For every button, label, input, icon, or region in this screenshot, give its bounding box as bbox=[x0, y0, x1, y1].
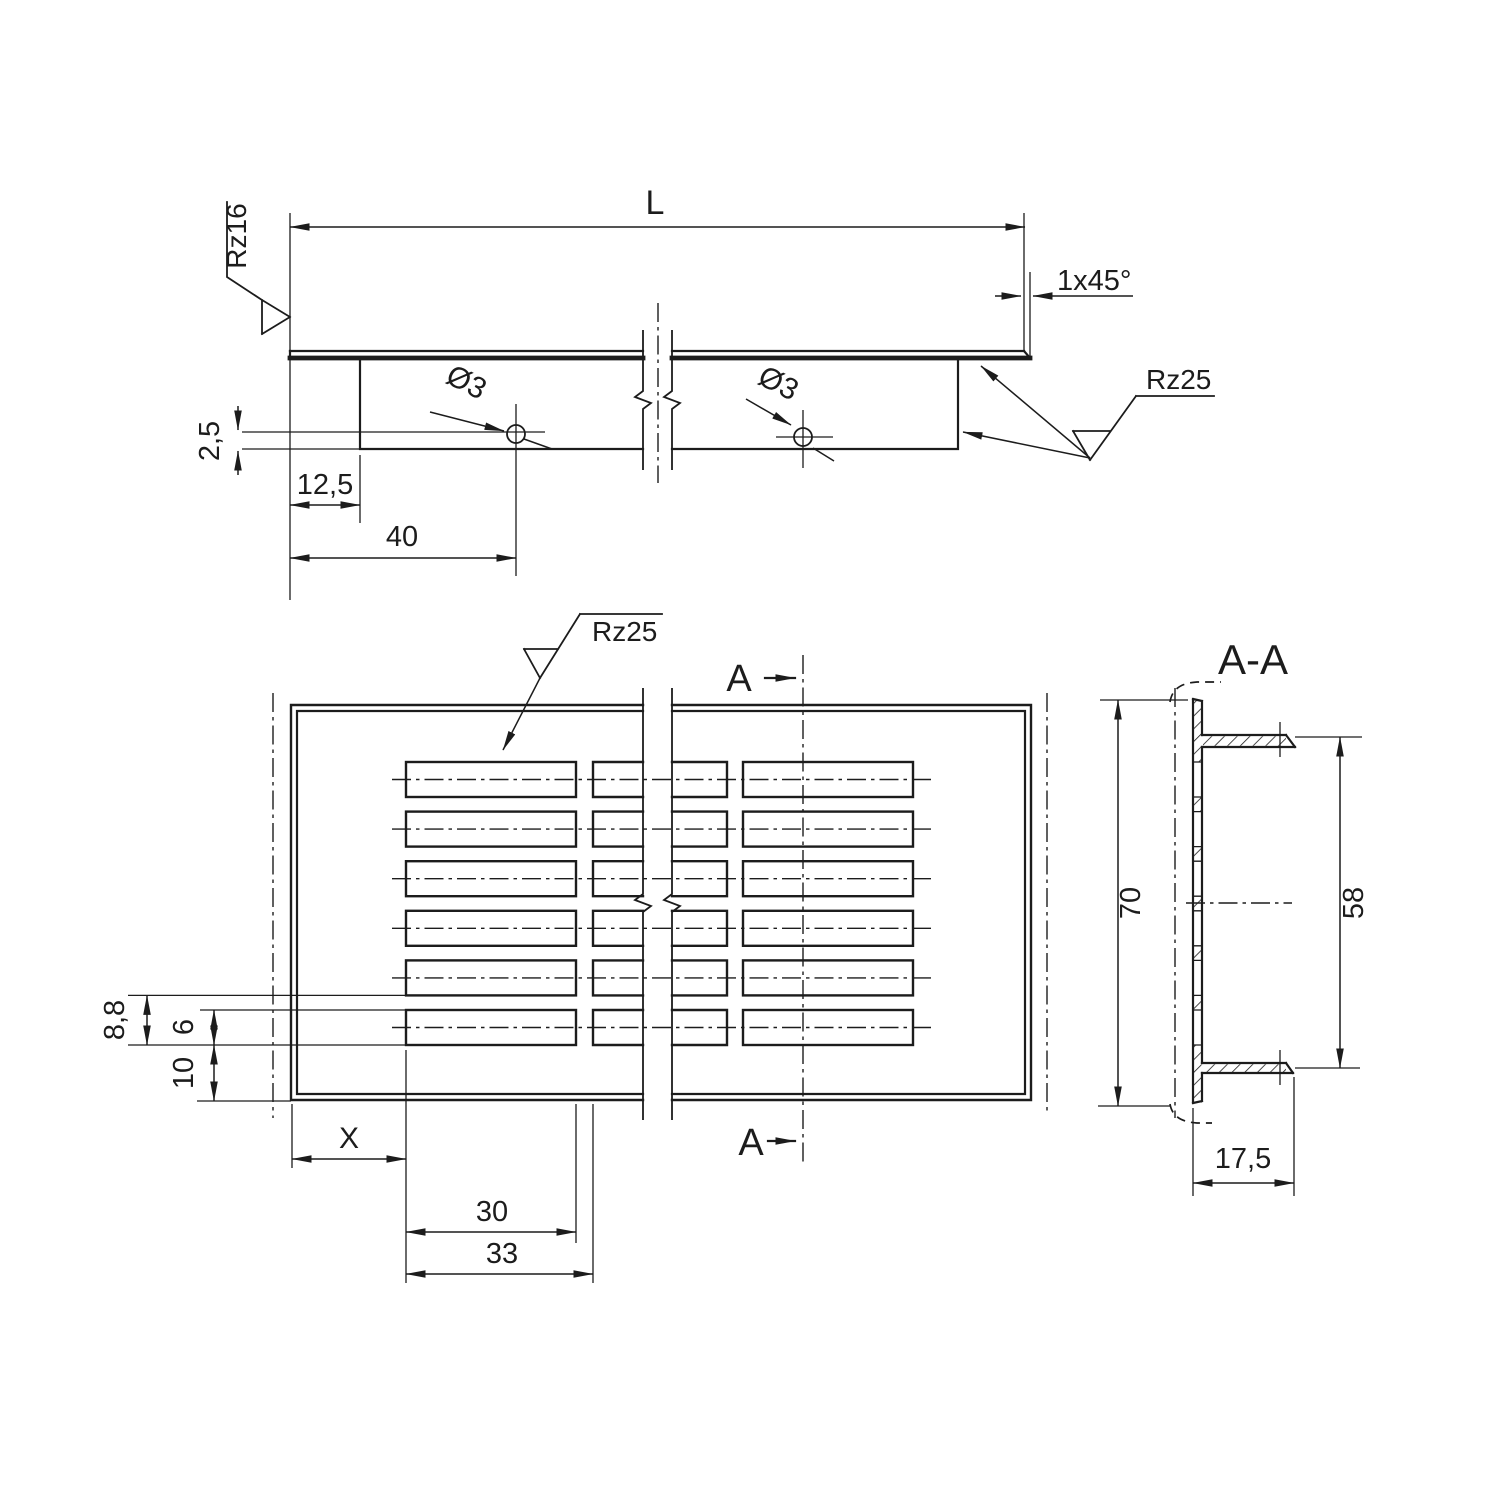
surface-symbol-rz16 bbox=[226, 201, 292, 336]
rz25-front-leader bbox=[502, 677, 541, 751]
surface-symbol-rz25-front bbox=[522, 612, 663, 680]
left-dim-extension-lines bbox=[128, 994, 406, 1102]
dim58-label: 58 bbox=[1338, 887, 1370, 919]
front-side-centerlines bbox=[272, 693, 1048, 1118]
surface-rz16-label: Rz16 bbox=[221, 203, 252, 268]
section-hatching bbox=[1194, 700, 1286, 1103]
front-break-right bbox=[662, 688, 682, 1120]
phantom-bend-top bbox=[1169, 681, 1221, 703]
break-line-right bbox=[662, 330, 682, 470]
section-label-top: A bbox=[726, 658, 752, 700]
section-slot-ticks bbox=[1193, 761, 1202, 1046]
dim175-label: 17,5 bbox=[1215, 1143, 1271, 1175]
hole-rear-crosshair bbox=[776, 410, 833, 468]
hole-front-dia-label: Ø3 bbox=[441, 359, 492, 407]
chamfer-label: 1x45° bbox=[1057, 265, 1131, 297]
break-line-left bbox=[633, 330, 653, 470]
dim25-label: 2,5 bbox=[194, 421, 226, 461]
rz25-leader-body bbox=[962, 431, 1091, 459]
section-flange-bottom bbox=[1200, 1061, 1295, 1075]
surface-rz25-side-label: Rz25 bbox=[1146, 364, 1211, 395]
section-web bbox=[1191, 697, 1204, 1105]
hole-rear-leader-tail bbox=[812, 447, 835, 462]
dim125-label: 12,5 bbox=[297, 469, 353, 501]
surface-rz25-front-label: Rz25 bbox=[592, 616, 657, 647]
top-view: Ø3 Ø3 L 1x45° Rz16 Rz25 2,5 12,5 40 bbox=[194, 184, 1215, 600]
phantom-bend-bottom bbox=[1169, 1103, 1212, 1124]
dim40-label: 40 bbox=[386, 521, 418, 553]
hole-rear-dia-label: Ø3 bbox=[753, 360, 804, 408]
surface-symbol-rz25-side bbox=[1071, 394, 1215, 462]
rz25-leader-plate bbox=[980, 365, 1091, 459]
section-label-bottom: A bbox=[738, 1122, 764, 1164]
dim58-extension-lines bbox=[1295, 736, 1362, 1069]
dim10-label: 10 bbox=[168, 1057, 200, 1089]
dim25-extension-lines bbox=[242, 431, 545, 450]
dim175-extension-lines bbox=[1192, 1077, 1295, 1196]
length-extension-lines bbox=[289, 213, 1031, 600]
front-inner-border bbox=[295, 709, 1027, 1096]
section-title: A-A bbox=[1218, 636, 1288, 683]
dimX-label: X bbox=[339, 1122, 359, 1155]
hole-rear-leader bbox=[745, 398, 792, 426]
dim88-label: 8,8 bbox=[99, 1000, 131, 1040]
dim30-label: 30 bbox=[476, 1196, 508, 1228]
front-break-left bbox=[633, 688, 653, 1120]
body-outline bbox=[358, 356, 960, 451]
bottom-dim-extension-lines bbox=[291, 1050, 594, 1283]
slot-grid bbox=[390, 760, 935, 1047]
hole-front-leader bbox=[429, 411, 505, 432]
dim6-label: 6 bbox=[168, 1019, 200, 1035]
front-outer-border bbox=[289, 703, 1033, 1102]
front-view: A A Rz25 8,8 6 10 X 30 33 bbox=[99, 612, 1048, 1283]
hole-front-leader-tail bbox=[523, 438, 553, 450]
dim70-label: 70 bbox=[1115, 887, 1147, 919]
section-view: A-A 70 58 bbox=[1098, 636, 1370, 1196]
dim33-label: 33 bbox=[486, 1238, 518, 1270]
length-label: L bbox=[646, 184, 665, 222]
